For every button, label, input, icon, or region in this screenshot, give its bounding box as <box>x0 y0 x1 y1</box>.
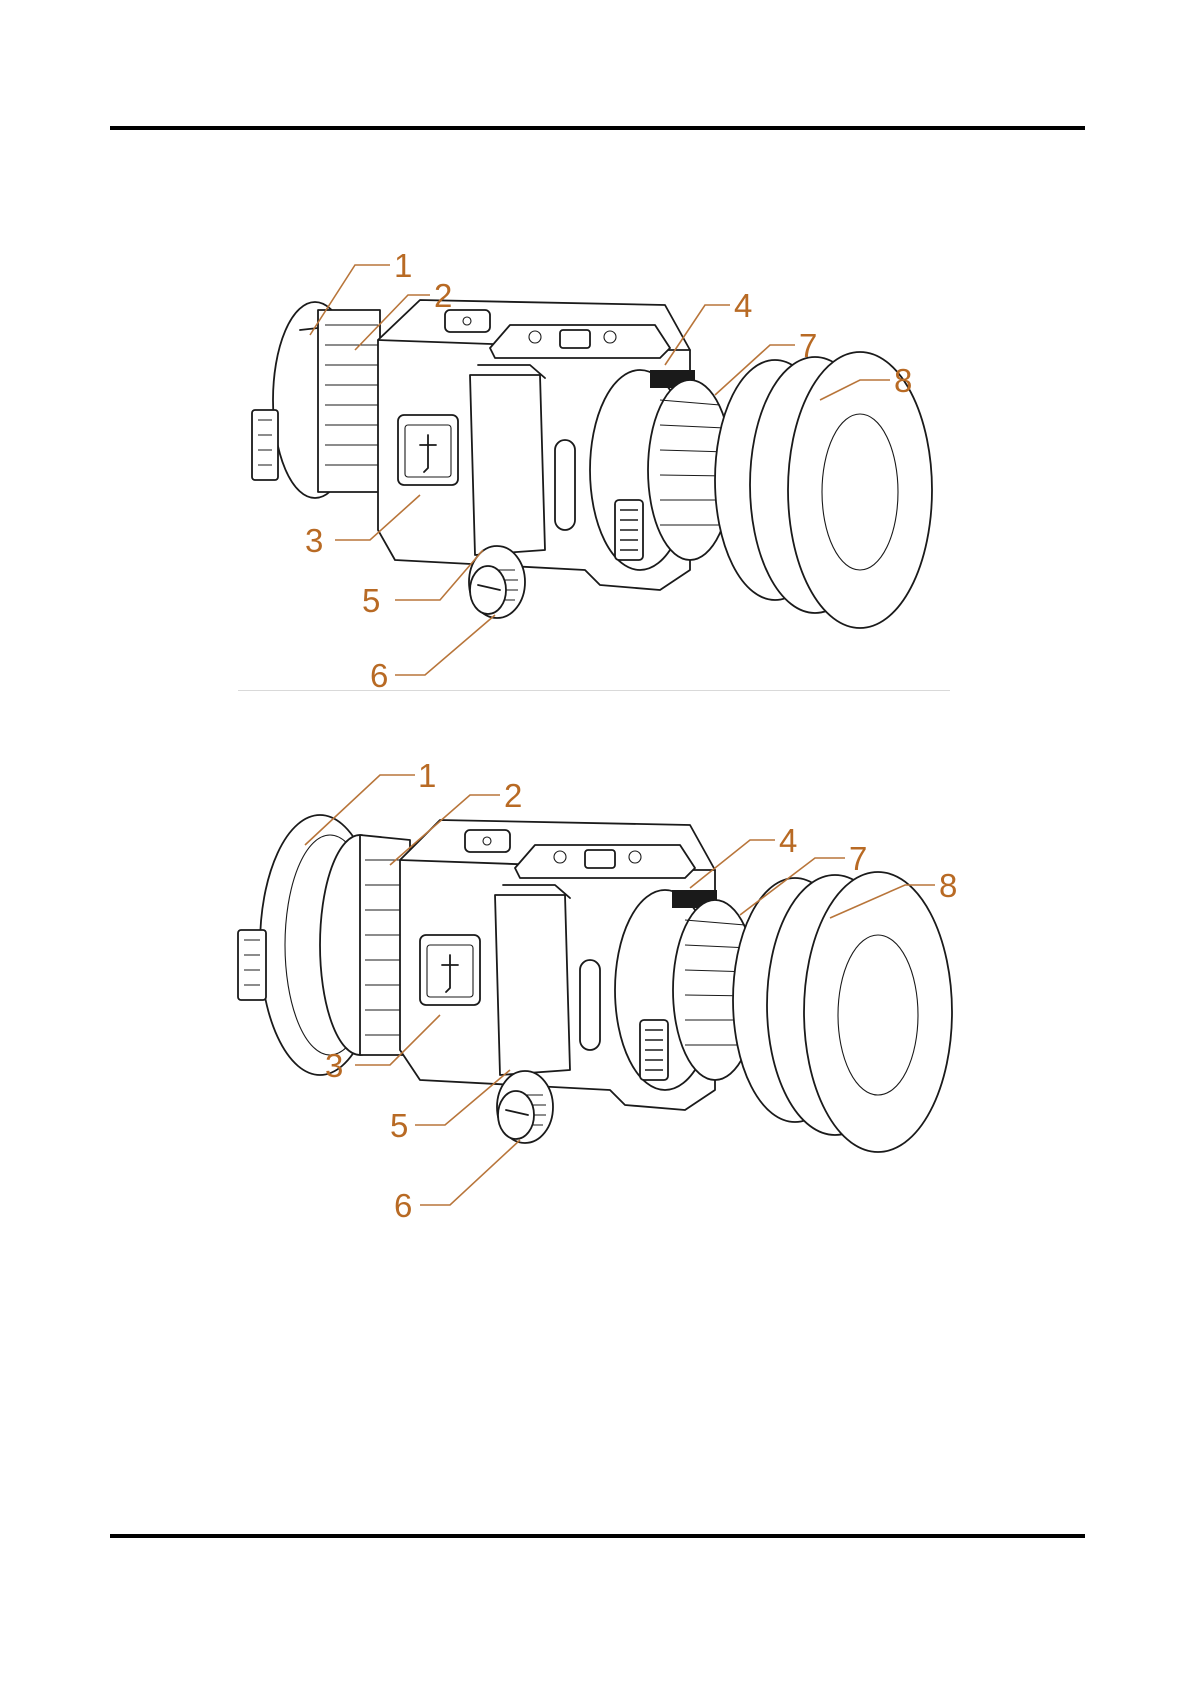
device-figure-open-cap: 1 2 3 4 5 6 7 8 <box>0 740 1191 1220</box>
device-diagram: 1 2 3 4 5 6 7 8 <box>0 740 1191 1220</box>
callout-8: 8 <box>894 362 912 399</box>
focus-ring <box>318 310 380 492</box>
eyepiece-housing <box>590 370 732 570</box>
footer-rule <box>110 1534 1085 1538</box>
device-diagram: 1 2 3 4 5 6 7 8 <box>0 230 1191 700</box>
lens-barrel <box>320 835 410 1055</box>
callout-3: 3 <box>325 1047 343 1084</box>
callout-4: 4 <box>779 822 797 859</box>
callout-2: 2 <box>504 777 522 814</box>
figure-separator <box>238 690 950 691</box>
eyecup <box>733 872 952 1152</box>
header-rule <box>110 126 1085 130</box>
callout-4: 4 <box>734 287 752 324</box>
callout-1: 1 <box>394 247 412 284</box>
device-figure-closed-cap: 1 2 3 4 5 6 7 8 <box>0 230 1191 700</box>
callout-6: 6 <box>394 1187 412 1220</box>
callout-7: 7 <box>799 327 817 364</box>
callout-5: 5 <box>362 582 380 619</box>
callout-1: 1 <box>418 757 436 794</box>
callout-6: 6 <box>370 657 388 694</box>
callout-2: 2 <box>434 277 452 314</box>
adjustment-knob <box>497 1071 553 1143</box>
callout-8: 8 <box>939 867 957 904</box>
callout-3: 3 <box>305 522 323 559</box>
callout-7: 7 <box>849 840 867 877</box>
callout-5: 5 <box>390 1107 408 1144</box>
